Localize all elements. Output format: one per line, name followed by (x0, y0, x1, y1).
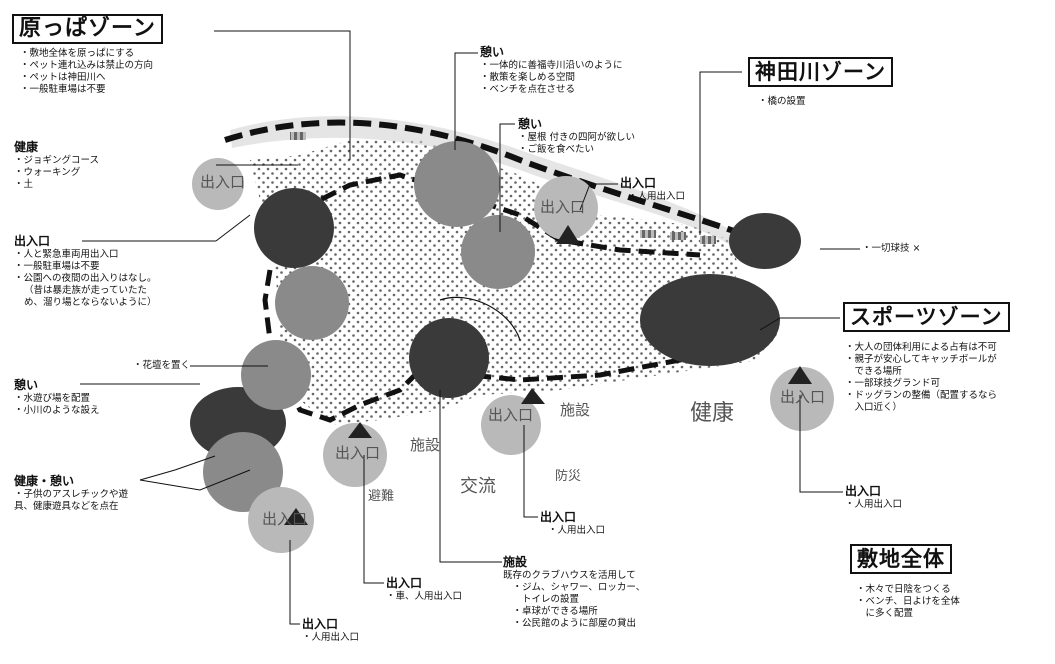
ikoi-left-item: ・小川のような設え (14, 405, 100, 416)
shisetsu-note: 施設 既存のクラブハウスを活用して ・ジム、シャワー、ロッカー、 トイレの設置 … (503, 555, 645, 630)
harappa-item: ・敷地全体を原っぱにする (20, 48, 135, 59)
kenko-item: ・土 (14, 179, 34, 190)
map-label-kouryu: 交流 (460, 476, 496, 497)
map-label-entrance-2: 出入口 (540, 198, 585, 216)
map-label-entrance-3: 出入口 (780, 388, 825, 406)
entrance-center-note: 出入口 ・人用出入口 (540, 510, 605, 537)
ikoi-mid-note: 憩い ・屋根 付きの四阿が欲しい ・ご飯を食べたい (518, 117, 635, 156)
site-item: に多く配置 (856, 608, 914, 619)
entrance-right-heading: 出入口 (845, 484, 882, 498)
entrance-right-note: 出入口 ・人用出入口 (845, 484, 902, 511)
entrance-center-item: ・人用出入口 (548, 525, 606, 536)
kenko-ikoi-item: ・子供のアスレチックや遊 (14, 489, 129, 500)
sports-item: ・大人の団体利用による占有は不可 (845, 342, 997, 353)
leader-lines (80, 30, 860, 625)
kenko-ikoi-note: 健康・憩い ・子供のアスレチックや遊 具、健康遊具などを点在 (14, 474, 128, 513)
map-label-entrance-5: 出入口 (335, 444, 380, 462)
shisetsu-item: ・公民館のように部屋の貸出 (503, 618, 637, 629)
entrance-bottom-left-heading: 出入口 (302, 617, 339, 631)
ikoi-mid-heading: 憩い (518, 117, 543, 131)
entrance-left-item: （昔は暴走族が走っていたた (24, 285, 148, 296)
shisetsu-item: ・ジム、シャワー、ロッカー、 (503, 582, 646, 593)
site-zone-title: 敷地全体 (850, 544, 952, 574)
light-circles (192, 158, 834, 553)
entrance-bottom-mid-heading: 出入口 (386, 576, 423, 590)
harappa-item: ・ペット連れ込みは禁止の方向 (20, 60, 154, 71)
map-handwriting: 出入口 出入口 出入口 出入口 出入口 出入口 健康 交流 施設 施設 避難 防… (200, 173, 825, 528)
bridge-markers (290, 132, 716, 244)
map-label-shisetsu-1: 施設 (410, 436, 440, 454)
map-label-bousai: 防災 (555, 468, 581, 484)
site-item: ・木々で日陰をつくる (856, 584, 951, 595)
entrance-right-item: ・人用出入口 (845, 499, 903, 510)
kenko-ikoi-item: 具、健康遊具などを点在 (14, 501, 119, 512)
shisetsu-heading: 施設 (503, 555, 528, 569)
sports-item: ・親子が安心してキャッチボールが (845, 354, 997, 365)
harappa-zone-title: 原っぱゾーン (12, 14, 163, 44)
site-zone-list: ・木々で日陰をつくる ・ベンチ、日よけを全体 に多く配置 (856, 584, 960, 620)
ikoi-left-item: ・水遊び場を配置 (14, 393, 91, 404)
ikoi-top-note: 憩い ・一体的に善福寺川沿いのように ・散策を楽しめる空間 ・ベンチを点在させる (480, 45, 623, 96)
ikoi-top-heading: 憩い (480, 45, 505, 59)
ikoi-left-heading: 憩い (14, 378, 39, 392)
mid-circles (203, 141, 535, 512)
sports-item: ・ドッグランの整備（配置するなら (845, 390, 998, 401)
entrance-bottom-left-item: ・人用出入口 (302, 632, 360, 643)
ikoi-left-note: 憩い ・水遊び場を配置 ・小川のような設え (14, 378, 100, 417)
flower-note: ・花壇を置く (133, 360, 191, 371)
entrance-center-heading: 出入口 (540, 510, 577, 524)
entrance-bottom-mid-note: 出入口 ・車、人用出入口 (386, 576, 462, 603)
kenko-note: 健康 ・ジョギングコース ・ウォーキング ・土 (14, 140, 99, 191)
map-label-kenko: 健康 (690, 401, 734, 426)
entrance-triangles (284, 225, 812, 525)
kenko-item: ・ウォーキング (14, 167, 81, 178)
kanda-zone-list: ・橋の設置 (758, 96, 806, 108)
ikoi-mid-item: ・屋根 付きの四阿が欲しい (518, 132, 636, 143)
harappa-item: ・ペットは神田川へ (20, 72, 106, 83)
sports-zone-title: スポーツゾーン (843, 302, 1010, 332)
ikoi-top-item: ・散策を楽しめる空間 (480, 72, 576, 83)
kanda-item: ・橋の設置 (758, 96, 806, 107)
map-label-shisetsu-2: 施設 (560, 401, 590, 419)
harappa-item: ・一般駐車場は不要 (20, 84, 106, 95)
site-item: ・ベンチ、日よけを全体 (856, 596, 960, 607)
kenko-heading: 健康 (14, 140, 39, 154)
ikoi-top-item: ・一体的に善福寺川沿いのように (480, 60, 623, 71)
entrance-top-item: ・人用出入口 (628, 191, 686, 202)
shisetsu-item: ・卓球ができる場所 (503, 606, 598, 617)
entrance-bottom-left-note: 出入口 ・人用出入口 (302, 617, 359, 644)
map-label-entrance-1: 出入口 (200, 173, 245, 191)
ball-ban-note: ・一切球技 × (862, 243, 921, 254)
entrance-top-heading: 出入口 (620, 176, 657, 190)
site-boundary (224, 119, 762, 243)
ikoi-top-item: ・ベンチを点在させる (480, 84, 576, 95)
entrance-left-note: 出入口 ・人と緊急車両用出入口 ・一般駐車場は不要 ・公園への夜間の出入りはなし… (14, 234, 157, 309)
map-label-hinan: 避難 (368, 489, 394, 504)
kenko-item: ・ジョギングコース (14, 155, 100, 166)
kenko-ikoi-heading: 健康・憩い (14, 474, 75, 488)
entrance-left-item: ・一般駐車場は不要 (14, 261, 100, 272)
kanda-zone-title: 神田川ゾーン (748, 57, 893, 87)
entrance-top-note: 出入口 ・人用出入口 (620, 176, 685, 203)
sports-zone-list: ・大人の団体利用による占有は不可 ・親子が安心してキャッチボールが できる場所 … (845, 342, 997, 414)
ikoi-mid-item: ・ご飯を食べたい (518, 144, 595, 155)
harappa-zone-list: ・敷地全体を原っぱにする ・ペット連れ込みは禁止の方向 ・ペットは神田川へ ・一… (20, 48, 153, 96)
map-label-entrance-6: 出入口 (262, 510, 307, 528)
entrance-left-item: め、溜り場とならないように） (24, 297, 157, 308)
entrance-bottom-mid-item: ・車、人用出入口 (386, 591, 463, 602)
map-label-entrance-4: 出入口 (488, 406, 533, 424)
sports-item: できる場所 (845, 366, 902, 377)
sports-item: 入口近く） (845, 402, 903, 413)
entrance-left-item: ・公園への夜間の出入りはなし。 (14, 273, 157, 284)
sports-item: ・一部球技グランド可 (845, 378, 941, 389)
entrance-left-heading: 出入口 (14, 234, 51, 248)
shisetsu-item: トイレの設置 (503, 594, 580, 605)
entrance-left-item: ・人と緊急車両用出入口 (14, 249, 119, 260)
shisetsu-item: 既存のクラブハウスを活用して (503, 570, 636, 581)
